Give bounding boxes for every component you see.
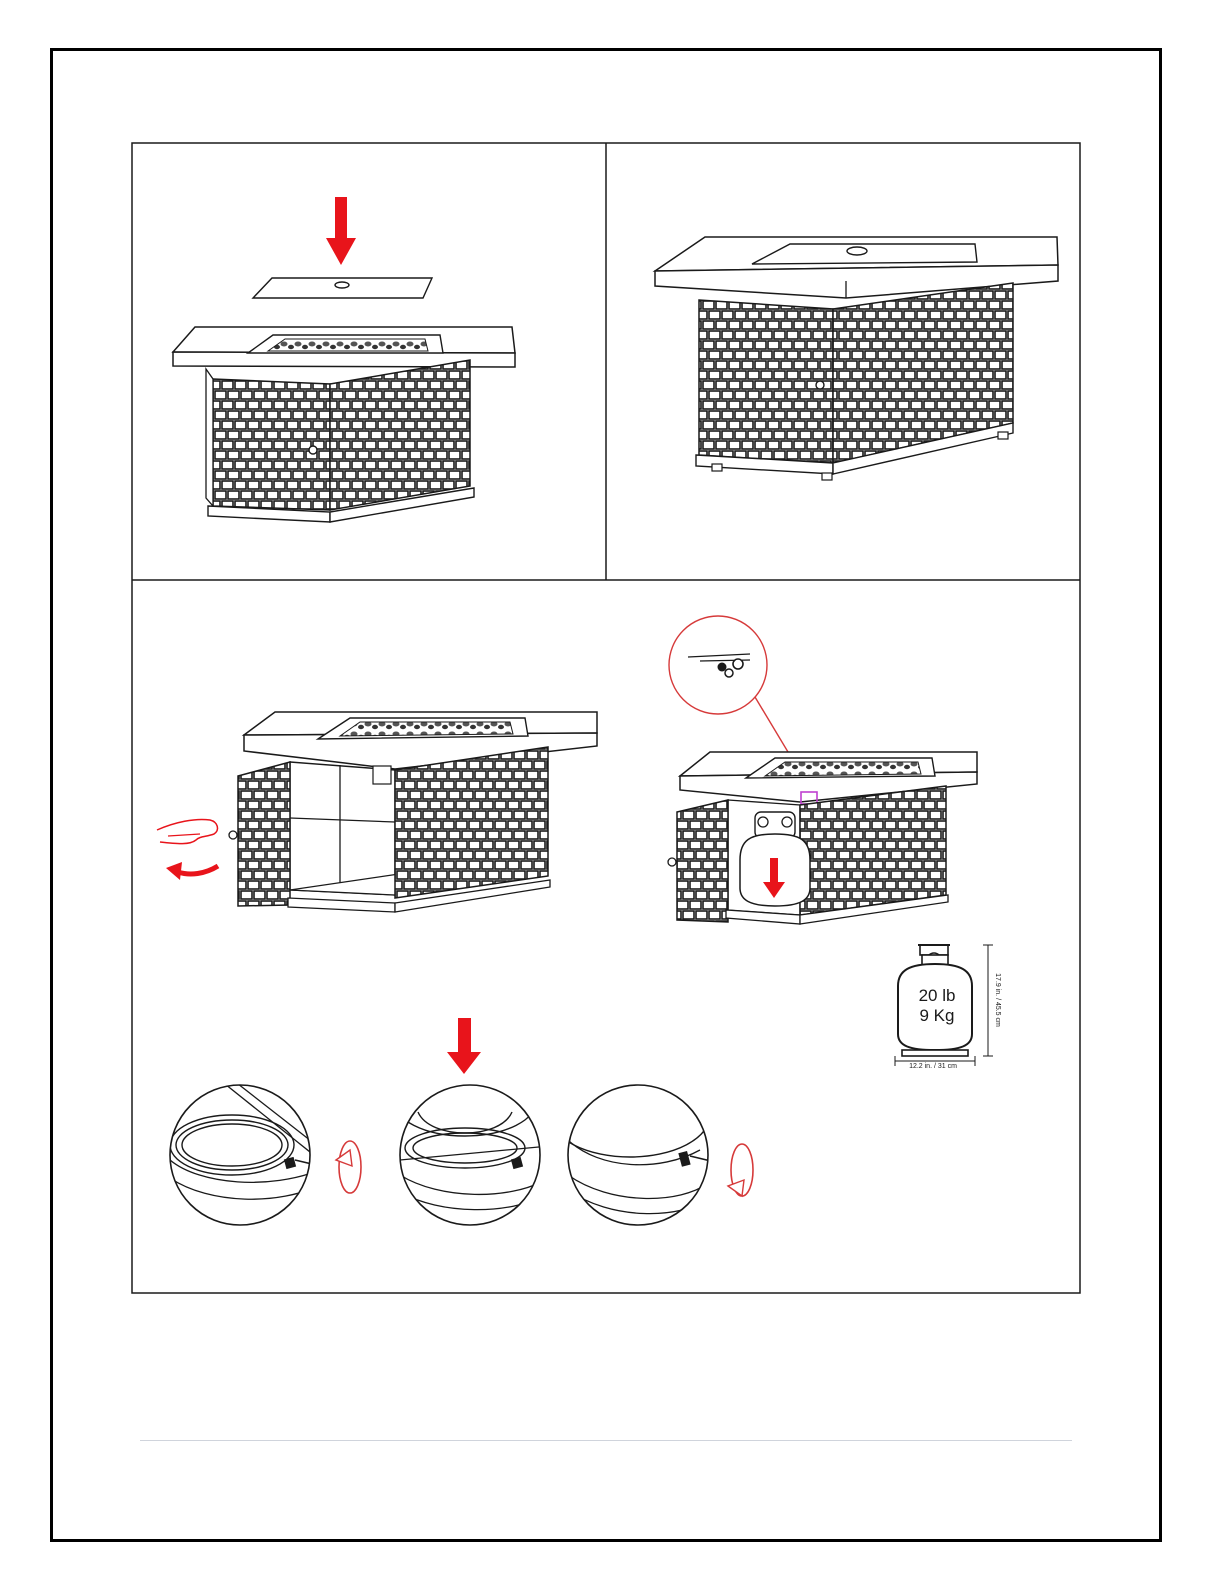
step-place-lid <box>173 197 515 522</box>
wicker-front <box>213 379 330 510</box>
down-arrow-icon <box>447 1018 481 1074</box>
wicker-front <box>699 300 833 463</box>
rotate-arrow-icon <box>336 1141 361 1193</box>
step-assembled-table <box>655 237 1058 480</box>
step-connect-hose <box>170 1018 753 1225</box>
tank-weight-lb: 20 lb <box>919 986 956 1005</box>
tank-width-dimension: 12.2 in. / 31 cm <box>909 1063 957 1070</box>
down-arrow-icon <box>326 197 356 265</box>
wicker-side <box>800 786 946 915</box>
hand-icon <box>157 819 217 843</box>
wicker-side <box>395 747 548 898</box>
rotate-arrow-icon <box>728 1144 753 1196</box>
open-door <box>677 800 728 922</box>
open-door <box>238 762 290 906</box>
step-install-tank <box>668 616 977 924</box>
tank-height-dimension: 17.9 in. / 45.5 cm <box>994 973 1001 1027</box>
footer-rule <box>140 1440 1072 1441</box>
curved-arrow-icon <box>178 866 218 874</box>
step-open-door <box>157 712 597 912</box>
tank-spec: 20 lb 9 Kg 17.9 in. / 45.5 cm 12.2 in. /… <box>895 945 1001 1070</box>
tank-weight-kg: 9 Kg <box>920 1006 955 1025</box>
wicker-side <box>330 360 470 510</box>
